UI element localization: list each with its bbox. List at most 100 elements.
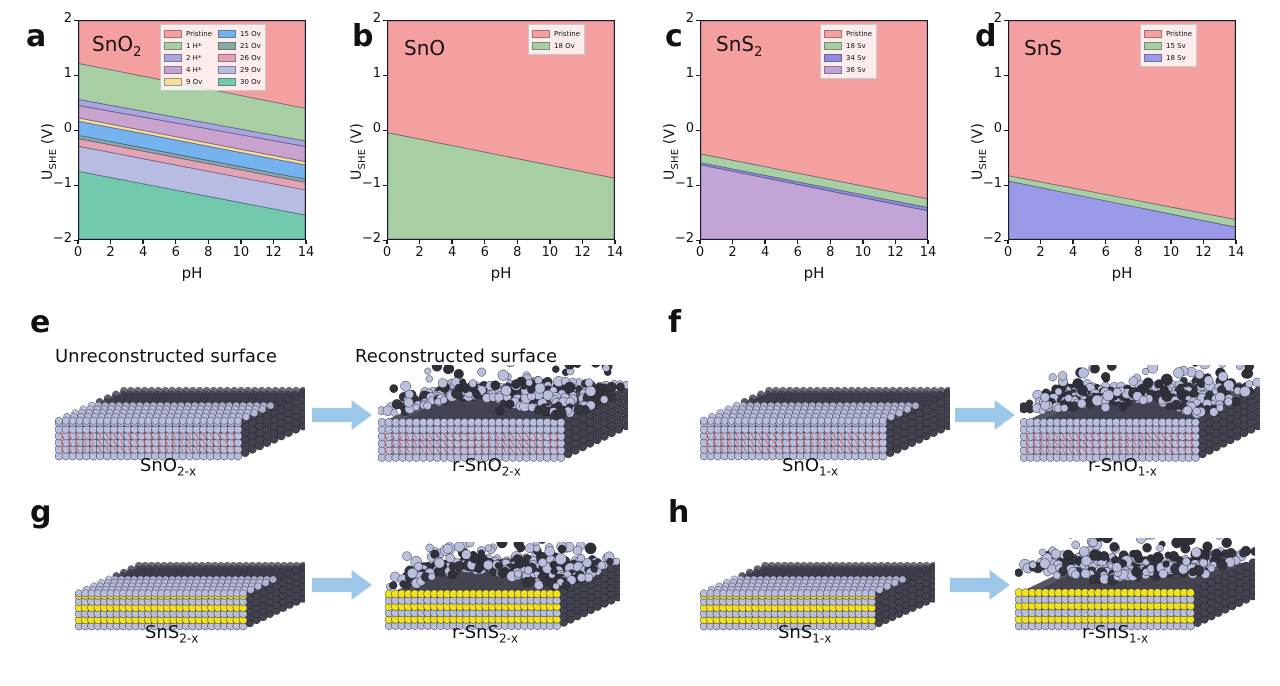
xtick-c-1: 2 <box>728 245 737 260</box>
bond-line <box>135 439 140 446</box>
reconstructed-surface-atoms <box>1020 365 1260 419</box>
bond-line <box>487 433 492 440</box>
xtick-a-3: 6 <box>171 245 180 260</box>
bond-line <box>862 439 867 446</box>
bond-line <box>1132 433 1137 440</box>
ytickmark <box>383 19 387 21</box>
ytick-a-4: −2 <box>52 231 72 246</box>
bond-line <box>383 440 388 447</box>
bond-line <box>1182 447 1187 454</box>
xtickmark <box>764 240 766 244</box>
bond-line <box>1125 433 1130 440</box>
xtick-d-5: 10 <box>1162 245 1180 260</box>
bond-line <box>547 447 552 454</box>
transform-arrow-f <box>955 400 1015 430</box>
bond-line <box>120 439 125 446</box>
bond-line <box>164 432 169 440</box>
legend-swatch-icon <box>218 65 237 74</box>
bond-line <box>877 439 881 446</box>
bond-line <box>127 432 132 440</box>
ytickmark <box>74 19 78 21</box>
xtick-a-7: 14 <box>297 245 315 260</box>
legend-swatch-icon <box>824 41 842 50</box>
bond-line <box>517 433 522 440</box>
xtick-b-5: 10 <box>541 245 559 260</box>
bond-line <box>75 432 80 440</box>
bond-line <box>1075 447 1080 454</box>
bond-line <box>1046 440 1051 447</box>
bond-line <box>420 440 425 447</box>
bond-line <box>179 446 184 453</box>
xtickmark <box>894 240 897 244</box>
xtickmark <box>581 240 584 244</box>
bond-line <box>187 439 192 446</box>
bond-line <box>172 446 177 453</box>
bond-line <box>97 439 102 446</box>
bond-line <box>112 446 117 453</box>
bond-line <box>1089 440 1094 447</box>
caption-sno2x: SnO2-x <box>140 455 197 479</box>
xtick-a-4: 8 <box>204 245 213 260</box>
bond-line <box>765 439 770 446</box>
bond-line <box>1025 447 1030 454</box>
legend-swatch-icon <box>164 77 182 86</box>
ytickmark <box>383 239 387 241</box>
xtickmark <box>483 240 486 244</box>
bond-line <box>1097 440 1101 447</box>
bond-line <box>787 432 792 440</box>
bond-line <box>757 432 762 440</box>
bond-line <box>157 446 162 453</box>
bond-line <box>232 432 236 440</box>
bond-line <box>525 447 530 454</box>
bond-line <box>1039 433 1044 440</box>
bond-line <box>735 439 740 446</box>
bond-line <box>428 433 433 440</box>
bond-line <box>502 433 507 440</box>
bond-line <box>150 439 154 446</box>
xtickmark <box>386 240 388 244</box>
bond-line <box>1161 433 1166 440</box>
bond-line <box>854 439 859 446</box>
bond-line <box>1154 440 1159 447</box>
legend-label: Pristine <box>186 29 213 38</box>
xtick-a-2: 4 <box>139 245 148 260</box>
bond-line <box>405 447 410 454</box>
bond-line <box>802 432 807 440</box>
ytickmark <box>1004 129 1008 131</box>
bond-line <box>383 447 388 454</box>
bond-line <box>1182 440 1187 447</box>
ytickmark <box>696 19 700 21</box>
xtickmark <box>1235 240 1237 244</box>
bond-line <box>802 446 807 453</box>
bond-line <box>172 439 177 446</box>
legend-swatch-icon <box>824 29 842 38</box>
bond-line <box>787 446 792 453</box>
bond-line <box>502 440 507 447</box>
bond-line <box>428 447 433 454</box>
xtickmark <box>549 240 551 244</box>
xtick-d-1: 2 <box>1036 245 1045 260</box>
bond-line <box>1118 447 1123 454</box>
bond-line <box>720 439 725 446</box>
bond-line <box>862 446 867 453</box>
bond-line <box>847 439 852 446</box>
bond-line <box>120 446 125 453</box>
xtick-c-4: 8 <box>826 245 835 260</box>
xtickmark <box>1104 240 1107 244</box>
bond-line <box>809 439 814 446</box>
ytick-c-2: 0 <box>685 121 694 136</box>
bond-line <box>164 439 169 446</box>
slab-sno1x-pristine <box>700 386 950 461</box>
ytickmark <box>696 184 700 186</box>
bond-line <box>473 440 477 447</box>
ytick-a-1: 1 <box>63 66 72 81</box>
ytickmark <box>1004 74 1008 76</box>
bond-line <box>187 446 192 453</box>
plot-formula-b: SnO <box>404 36 446 60</box>
bond-line <box>1139 440 1144 447</box>
bond-line <box>1054 440 1059 447</box>
bond-line <box>480 447 485 454</box>
bond-line <box>824 446 829 453</box>
bond-line <box>1039 447 1044 454</box>
bond-line <box>720 432 725 440</box>
